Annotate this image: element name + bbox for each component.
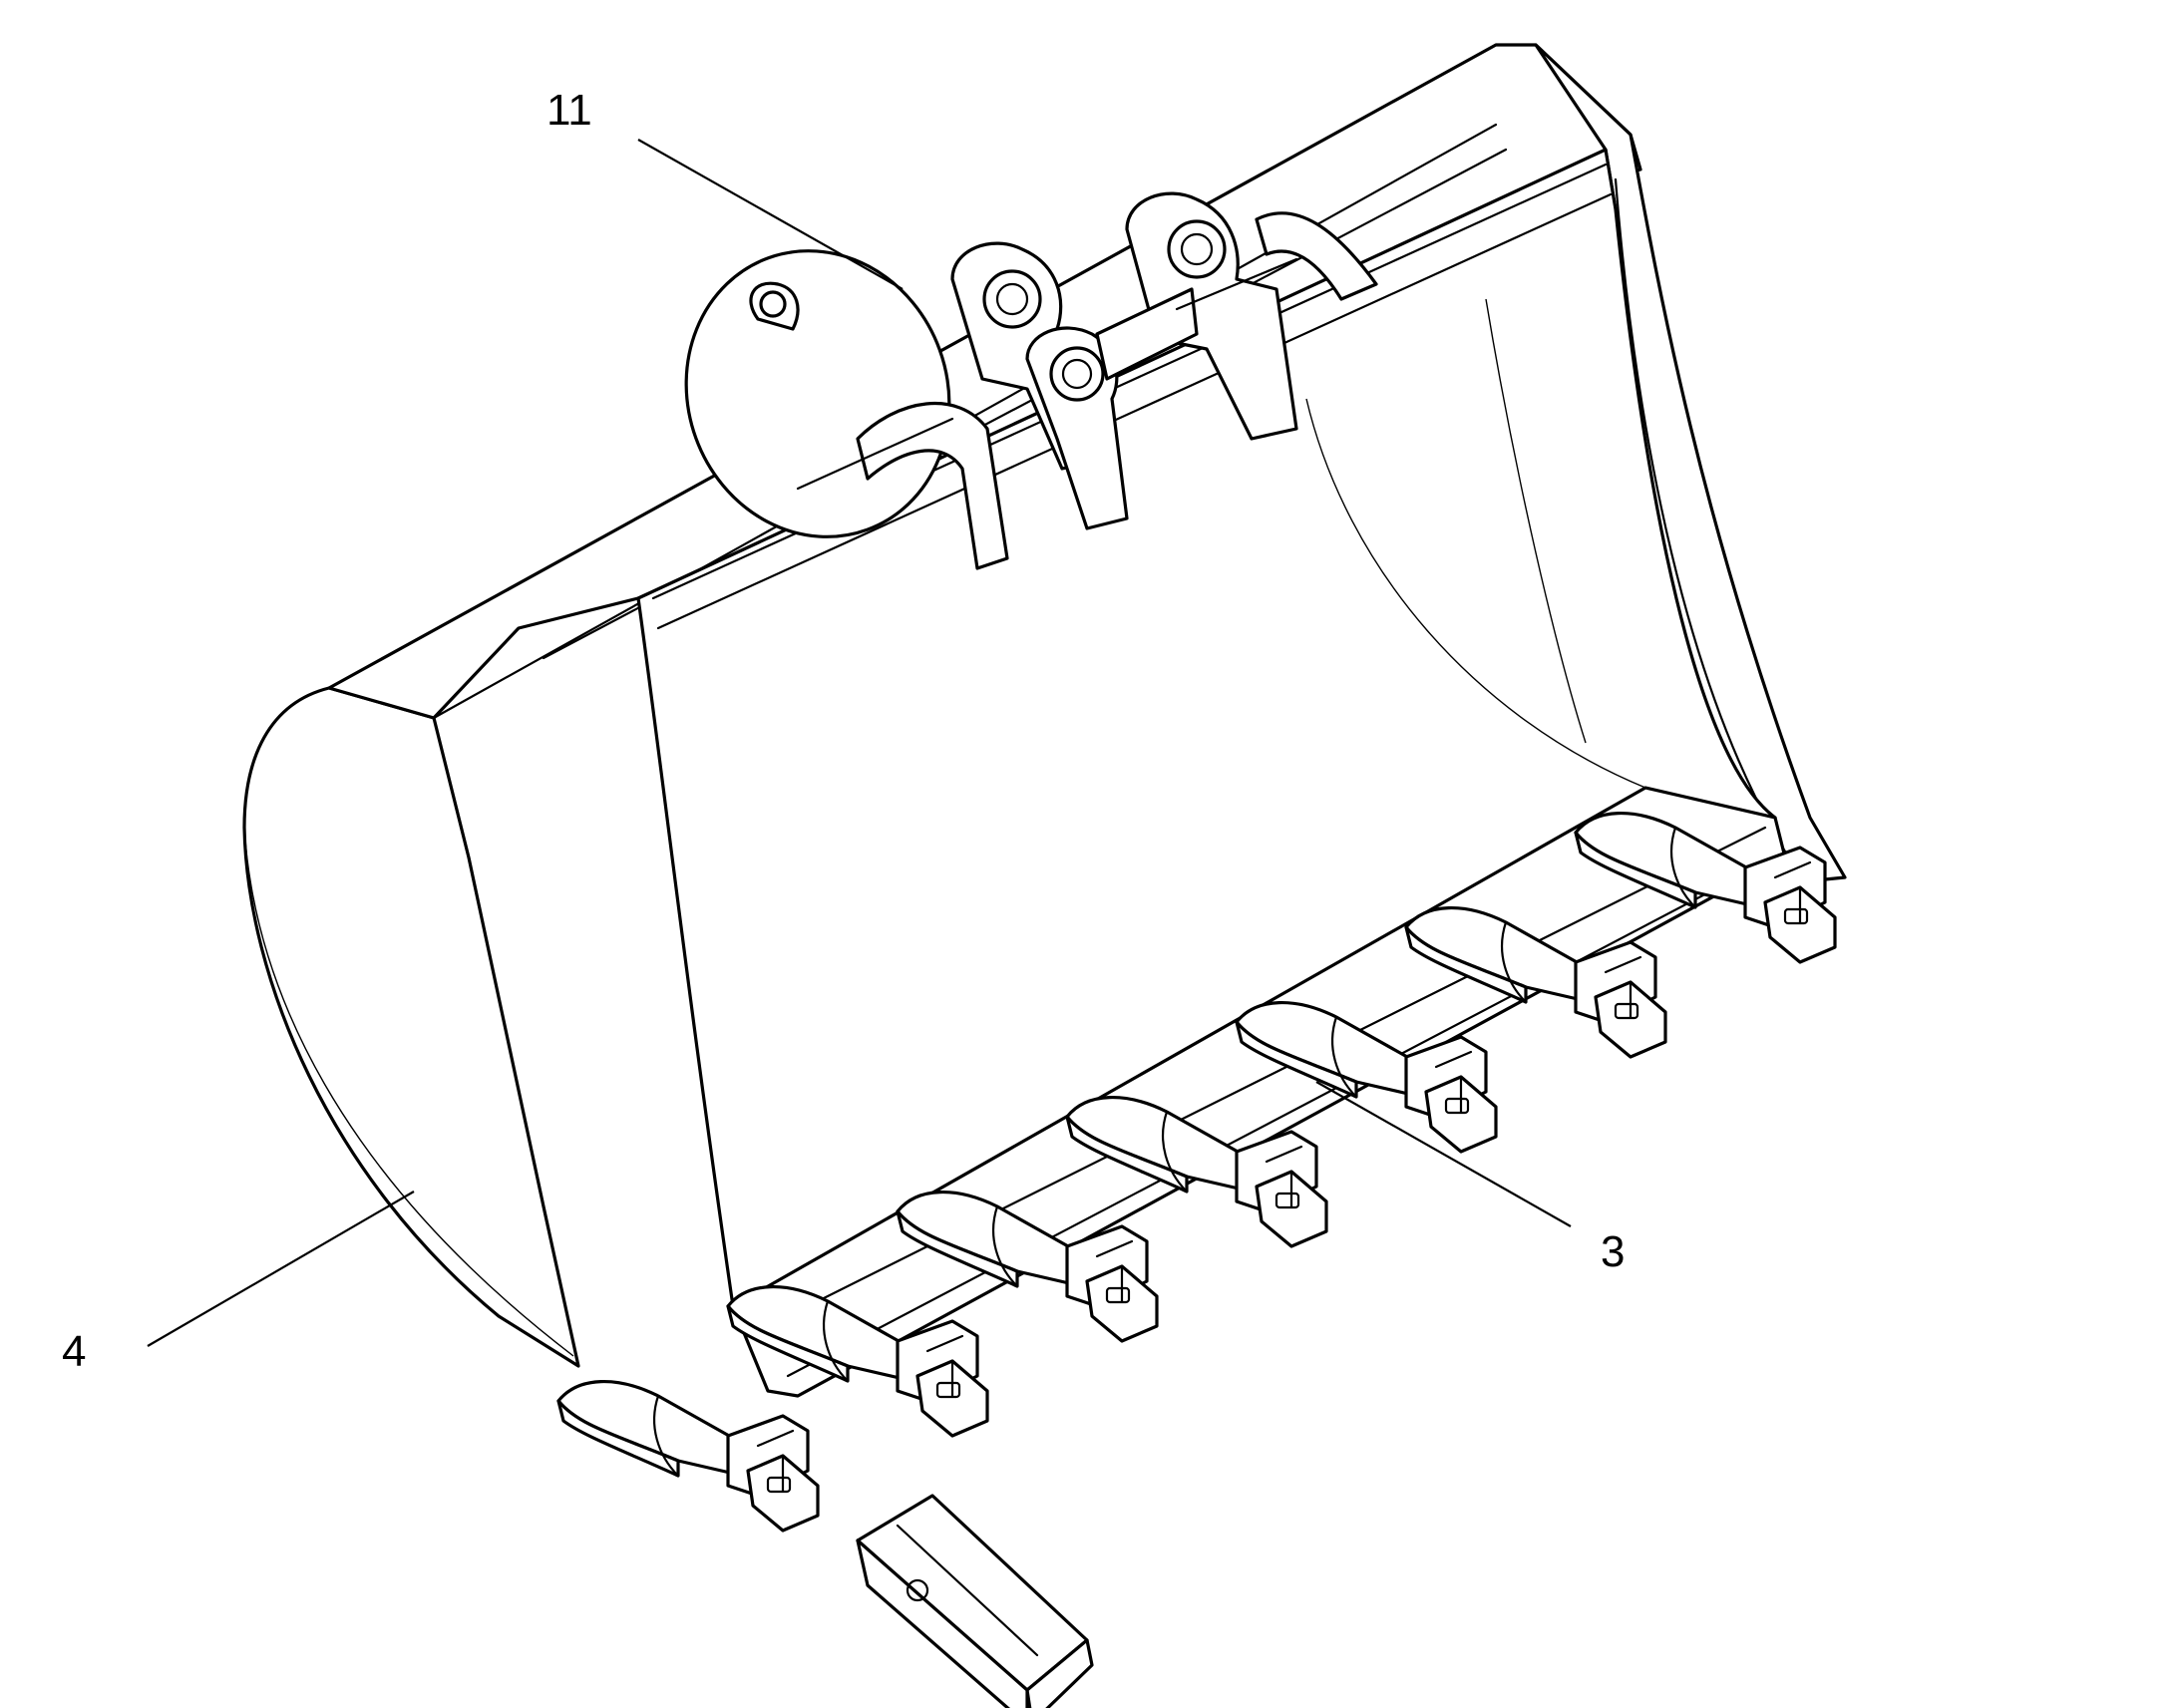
tooth-adapter	[896, 1190, 1159, 1343]
svg-text:4: 4	[62, 1327, 86, 1376]
svg-text:11: 11	[546, 86, 592, 135]
callout-4: 4	[62, 1191, 415, 1376]
left-side-plate	[242, 686, 580, 1368]
tooth-adapter	[556, 1379, 820, 1533]
teeth-row	[556, 811, 1837, 1533]
tooth-adapter	[1574, 811, 1837, 964]
svg-text:3: 3	[1601, 1227, 1625, 1276]
tooth-adapter	[726, 1284, 989, 1438]
callout-3: 3	[1315, 1081, 1625, 1276]
tooth-adapter	[1065, 1095, 1328, 1248]
tooth-adapter	[1235, 1000, 1498, 1154]
detached-tooth	[856, 1494, 1094, 1708]
callout-11: 11	[546, 86, 904, 290]
tooth-adapter	[1404, 905, 1667, 1059]
mounting-bracket-assembly	[684, 191, 1378, 570]
